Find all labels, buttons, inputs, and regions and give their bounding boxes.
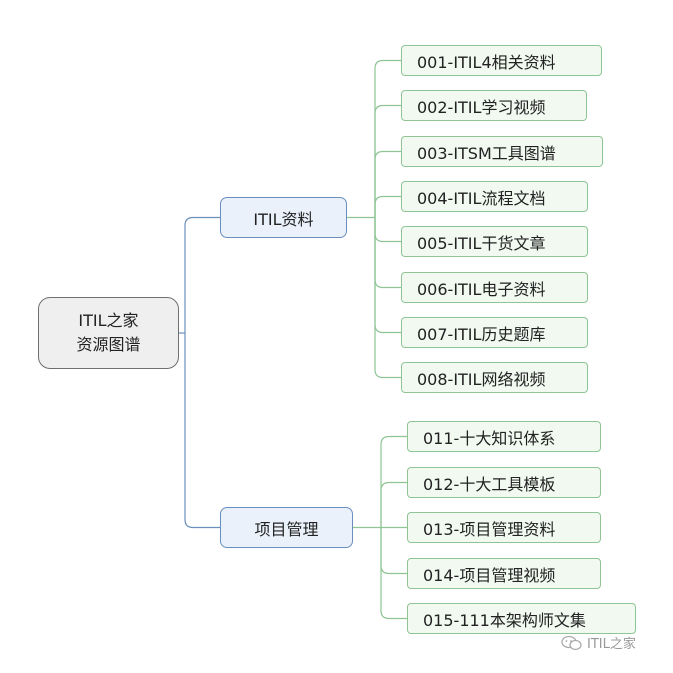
leaf-node: 005-ITIL干货文章	[401, 226, 588, 257]
leaf-label: 015-111本架构师文集	[423, 610, 586, 630]
leaf-label: 002-ITIL学习视频	[417, 97, 546, 117]
leaf-label: 006-ITIL电子资料	[417, 279, 546, 299]
leaf-node: 013-项目管理资料	[407, 512, 601, 543]
leaf-label: 008-ITIL网络视频	[417, 369, 546, 389]
leaf-label: 007-ITIL历史题库	[417, 324, 546, 344]
leaf-node: 014-项目管理视频	[407, 558, 601, 589]
leaf-node: 004-ITIL流程文档	[401, 181, 588, 212]
leaf-label: 003-ITSM工具图谱	[417, 143, 556, 163]
leaf-label: 012-十大工具模板	[423, 474, 556, 494]
branch-node-project-management: 项目管理	[220, 507, 353, 548]
root-title-line1: ITIL之家	[78, 311, 139, 330]
leaf-connector	[374, 217, 401, 334]
leaf-label: 001-ITIL4相关资料	[417, 52, 556, 72]
leaf-node: 006-ITIL电子资料	[401, 272, 588, 303]
leaf-node: 003-ITSM工具图谱	[401, 136, 603, 167]
leaf-label: 004-ITIL流程文档	[417, 188, 546, 208]
root-title-line2: 资源图谱	[76, 335, 141, 354]
leaf-connector	[374, 59, 401, 218]
leaf-node: 008-ITIL网络视频	[401, 362, 588, 393]
watermark-text: ITIL之家	[587, 637, 636, 652]
leaf-node: 007-ITIL历史题库	[401, 317, 588, 348]
wechat-icon	[561, 635, 582, 650]
leaf-connector	[380, 435, 407, 528]
branch-connector	[184, 216, 220, 333]
branch-node-itil: ITIL资料	[220, 197, 347, 238]
leaf-label: 013-项目管理资料	[423, 519, 556, 539]
watermark: ITIL之家	[561, 633, 636, 652]
leaf-node: 012-十大工具模板	[407, 467, 601, 498]
leaf-node: 001-ITIL4相关资料	[401, 45, 602, 76]
leaf-connector	[374, 217, 401, 379]
leaf-connector	[374, 104, 401, 218]
leaf-node: 002-ITIL学习视频	[401, 90, 587, 121]
branch-label: 项目管理	[254, 519, 319, 539]
leaf-connector	[374, 217, 401, 243]
leaf-connector	[380, 527, 407, 575]
branch-label: ITIL资料	[253, 209, 314, 229]
branch-connector	[184, 333, 220, 529]
leaf-node: 011-十大知识体系	[407, 421, 601, 452]
leaf-connector	[380, 481, 407, 528]
leaf-label: 011-十大知识体系	[423, 428, 556, 448]
leaf-connector	[380, 527, 407, 620]
leaf-label: 014-项目管理视频	[423, 565, 556, 585]
root-node: ITIL之家 资源图谱	[38, 297, 179, 369]
leaf-label: 005-ITIL干货文章	[417, 233, 546, 253]
leaf-connector	[374, 150, 401, 218]
leaf-connector	[374, 217, 401, 289]
leaf-node: 015-111本架构师文集	[407, 603, 636, 634]
leaf-connector	[374, 195, 401, 218]
